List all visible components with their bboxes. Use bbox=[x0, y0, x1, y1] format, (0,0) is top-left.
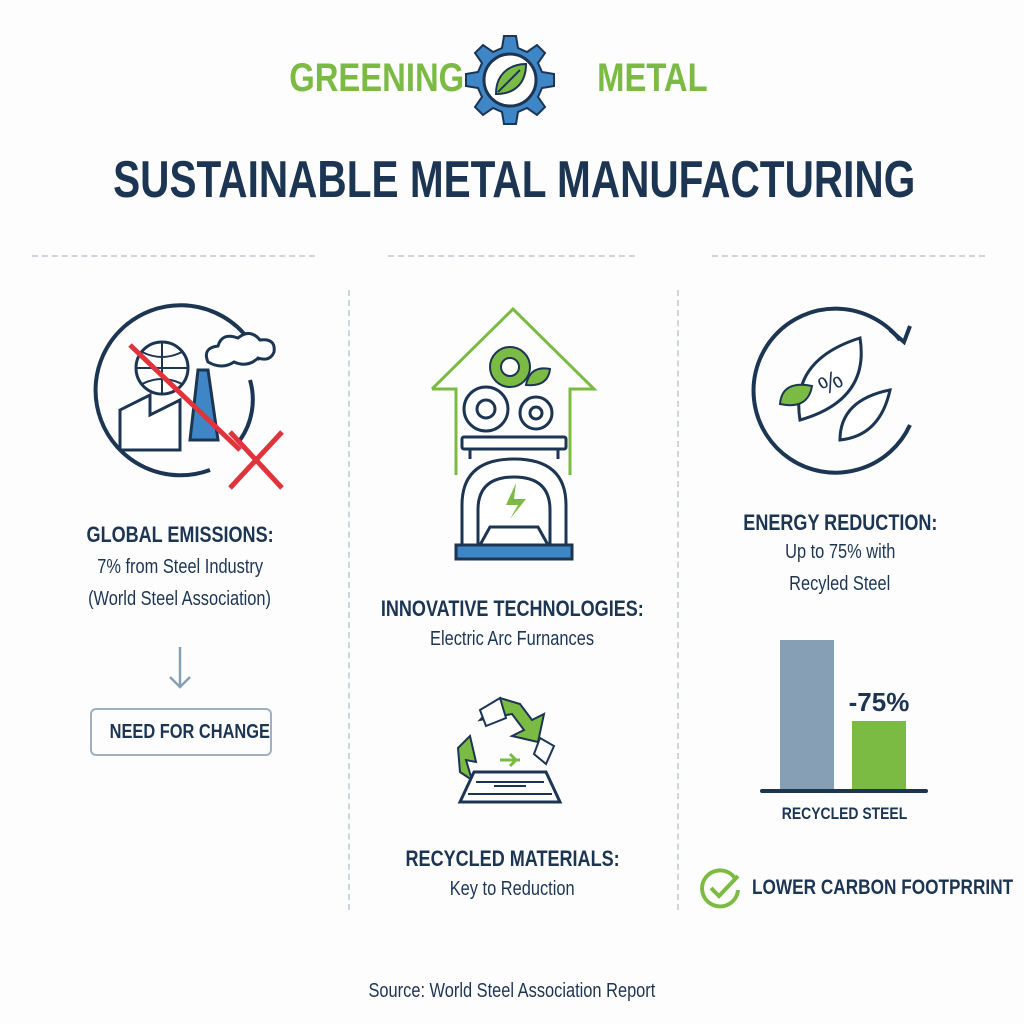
column-divider bbox=[348, 290, 350, 910]
recycling-icon bbox=[456, 696, 563, 804]
source-note: Source: World Steel Association Report bbox=[368, 980, 656, 1002]
divider bbox=[388, 255, 635, 257]
leaf-percent-cycle-icon: % bbox=[751, 306, 912, 475]
divider bbox=[32, 255, 315, 257]
brand-right: METAL bbox=[596, 56, 708, 100]
energy-bar-chart: -75% bbox=[760, 640, 928, 793]
energy-line2: Recyled Steel bbox=[789, 573, 891, 595]
page-title: SUSTAINABLE METAL MANUFACTURING bbox=[113, 151, 916, 209]
emissions-line1: 7% from Steel Industry bbox=[97, 556, 263, 578]
need-for-change-button[interactable]: NEED FOR CHANGE bbox=[90, 708, 272, 756]
brand-left: GREENING bbox=[289, 56, 465, 100]
check-circle-icon bbox=[700, 868, 740, 909]
arrow-down-icon bbox=[169, 647, 191, 689]
divider bbox=[712, 255, 985, 257]
energy-heading: ENERGY REDUCTION: bbox=[742, 510, 938, 535]
factory-emissions-crossed-icon bbox=[93, 303, 284, 490]
emissions-heading: GLOBAL EMISSIONS: bbox=[86, 522, 274, 547]
emissions-line2: (World Steel Association) bbox=[88, 588, 272, 610]
bar bbox=[852, 721, 906, 790]
energy-line1: Up to 75% with bbox=[784, 541, 896, 563]
chart-x-label: RECYCLED STEEL bbox=[782, 804, 908, 823]
technologies-line: Electric Arc Furnances bbox=[430, 628, 595, 650]
bar bbox=[780, 640, 834, 790]
electric-arc-furnace-icon bbox=[430, 306, 598, 561]
recycled-materials-heading: RECYCLED MATERIALS: bbox=[405, 846, 620, 871]
lower-carbon-label: LOWER CARBON FOOTPRRINT bbox=[752, 876, 1014, 899]
bar-data-label: -75% bbox=[849, 687, 910, 717]
technologies-heading: INNOVATIVE TECHNOLOGIES: bbox=[381, 596, 644, 621]
recycled-materials-line: Key to Reduction bbox=[450, 878, 575, 900]
column-divider bbox=[677, 290, 679, 910]
gear-leaf-icon bbox=[465, 35, 555, 125]
